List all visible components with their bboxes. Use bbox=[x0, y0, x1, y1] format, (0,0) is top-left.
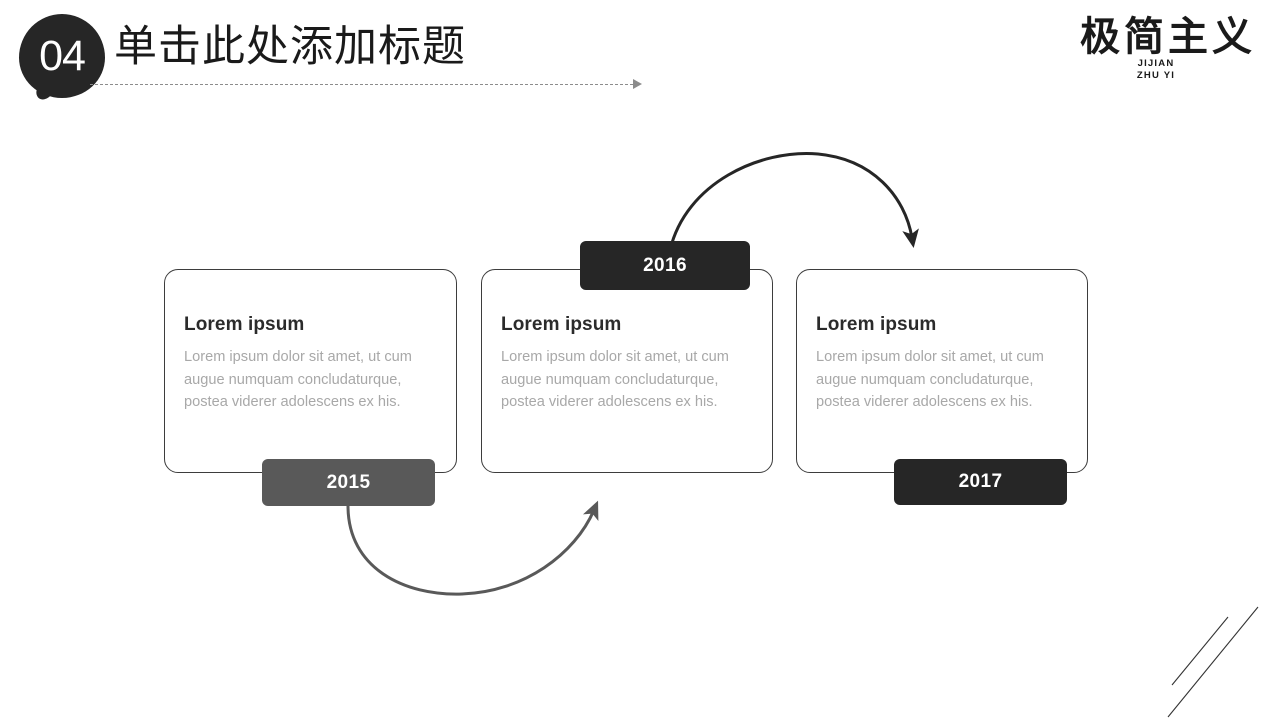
year-badge-2016[interactable]: 2016 bbox=[580, 241, 750, 290]
card-body-text: Lorem ipsum dolor sit amet, ut cum augue… bbox=[816, 349, 1044, 410]
card-title: Lorem ipsum bbox=[501, 314, 622, 335]
brand-logo-pinyin-line1: JIJIAN bbox=[1137, 58, 1175, 69]
brand-logo-pinyin: JIJIAN ZHU YI bbox=[1116, 58, 1196, 82]
page-title: 单击此处添加标题 bbox=[114, 23, 466, 71]
timeline-card[interactable]: Lorem ipsum Lorem ipsum dolor sit amet, … bbox=[796, 269, 1088, 473]
title-rule-arrow-icon bbox=[633, 79, 642, 89]
section-number-badge: 04 bbox=[19, 14, 105, 102]
brand-logo-pinyin-line2: ZHU YI bbox=[1136, 70, 1176, 81]
slide-header: 04 单击此处添加标题 极简主义 JIJIAN ZHU YI bbox=[0, 0, 1280, 110]
arrow-2015-to-2016 bbox=[346, 500, 599, 596]
year-badge-2015[interactable]: 2015 bbox=[262, 459, 435, 506]
brand-logo-cjk: 极简主义 bbox=[1080, 15, 1256, 59]
corner-line-short bbox=[1171, 616, 1229, 686]
arrow-2016-to-2017 bbox=[668, 152, 919, 252]
section-number-label: 04 bbox=[39, 31, 86, 80]
card-title: Lorem ipsum bbox=[816, 314, 937, 335]
timeline-card[interactable]: Lorem ipsum Lorem ipsum dolor sit amet, … bbox=[164, 269, 457, 473]
card-title: Lorem ipsum bbox=[184, 314, 305, 335]
card-body-text: Lorem ipsum dolor sit amet, ut cum augue… bbox=[184, 349, 412, 410]
corner-line-long bbox=[1167, 606, 1259, 718]
corner-decoration-lines bbox=[1167, 606, 1259, 718]
title-dashed-rule bbox=[90, 84, 633, 87]
card-body-text: Lorem ipsum dolor sit amet, ut cum augue… bbox=[501, 349, 729, 410]
brand-logo: 极简主义 JIJIAN ZHU YI bbox=[1070, 14, 1266, 88]
year-badge-2017[interactable]: 2017 bbox=[894, 459, 1067, 505]
timeline-card[interactable]: Lorem ipsum Lorem ipsum dolor sit amet, … bbox=[481, 269, 773, 473]
